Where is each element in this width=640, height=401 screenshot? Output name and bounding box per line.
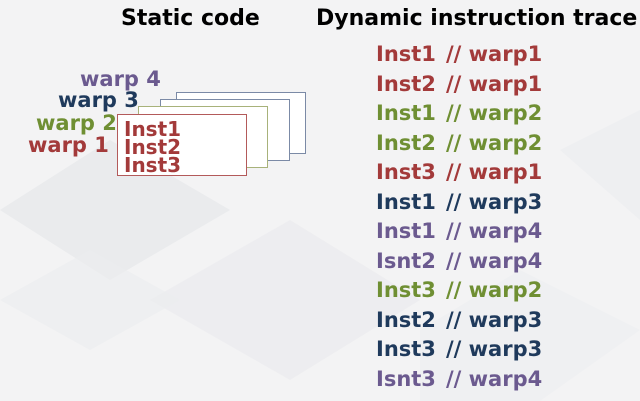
trace-row: Inst1 // warp2 — [376, 99, 586, 129]
trace-inst: Inst1 — [376, 219, 436, 243]
trace-row: Isnt2 // warp4 — [376, 247, 586, 277]
static-instruction-list: Inst1 Inst2 Inst3 — [124, 117, 182, 177]
trace-inst: Inst3 — [376, 278, 436, 302]
trace-row: Inst3 // warp1 — [376, 158, 586, 188]
static-inst-1: Inst1 — [124, 117, 182, 141]
trace-inst: Inst3 — [376, 337, 436, 361]
trace-warp: // warp1 — [446, 71, 543, 96]
trace-row: Inst1 // warp3 — [376, 188, 586, 218]
trace-warp: // warp4 — [446, 366, 543, 391]
trace-warp: // warp3 — [446, 307, 543, 332]
trace-warp: // warp1 — [446, 42, 543, 66]
trace-warp: // warp1 — [446, 160, 543, 184]
warp1-code-card — [117, 114, 247, 176]
static-inst-3: Inst3 — [124, 153, 182, 177]
trace-row: Inst1 // warp1 — [376, 40, 586, 70]
warp2-label: warp 2 — [36, 111, 117, 135]
trace-inst: Inst2 — [376, 71, 436, 96]
trace-warp: // warp2 — [446, 278, 543, 302]
trace-warp: // warp2 — [446, 101, 543, 125]
warp3-label: warp 3 — [58, 88, 139, 112]
trace-row: Inst3 // warp3 — [376, 335, 586, 365]
trace-inst: Inst1 — [376, 101, 436, 125]
dynamic-trace-title: Dynamic instruction trace — [316, 6, 638, 31]
trace-row: Isnt3 // warp4 — [376, 365, 586, 395]
trace-inst: Inst1 — [376, 189, 436, 214]
trace-inst: Inst1 — [376, 42, 436, 66]
trace-warp: // warp4 — [446, 248, 543, 273]
trace-inst: Isnt2 — [376, 248, 436, 273]
dynamic-instruction-trace: Inst1 // warp1 Inst2 // warp1 Inst1 // warp… — [376, 40, 586, 394]
trace-inst: Isnt3 — [376, 366, 436, 391]
trace-inst: Inst2 — [376, 130, 436, 155]
trace-row: Inst2 // warp2 — [376, 129, 586, 159]
trace-warp: // warp2 — [446, 130, 543, 155]
trace-warp: // warp4 — [446, 219, 543, 243]
trace-inst: Inst2 — [376, 307, 436, 332]
static-code-title: Static code — [121, 6, 260, 31]
trace-row: Inst2 // warp3 — [376, 306, 586, 336]
trace-warp: // warp3 — [446, 337, 543, 361]
warp1-label: warp 1 — [28, 133, 109, 157]
trace-row: Inst3 // warp2 — [376, 276, 586, 306]
warp4-label: warp 4 — [80, 67, 161, 91]
trace-row: Inst2 // warp1 — [376, 70, 586, 100]
trace-row: Inst1 // warp4 — [376, 217, 586, 247]
trace-inst: Inst3 — [376, 160, 436, 184]
static-inst-2: Inst2 — [124, 135, 182, 159]
trace-warp: // warp3 — [446, 189, 543, 214]
